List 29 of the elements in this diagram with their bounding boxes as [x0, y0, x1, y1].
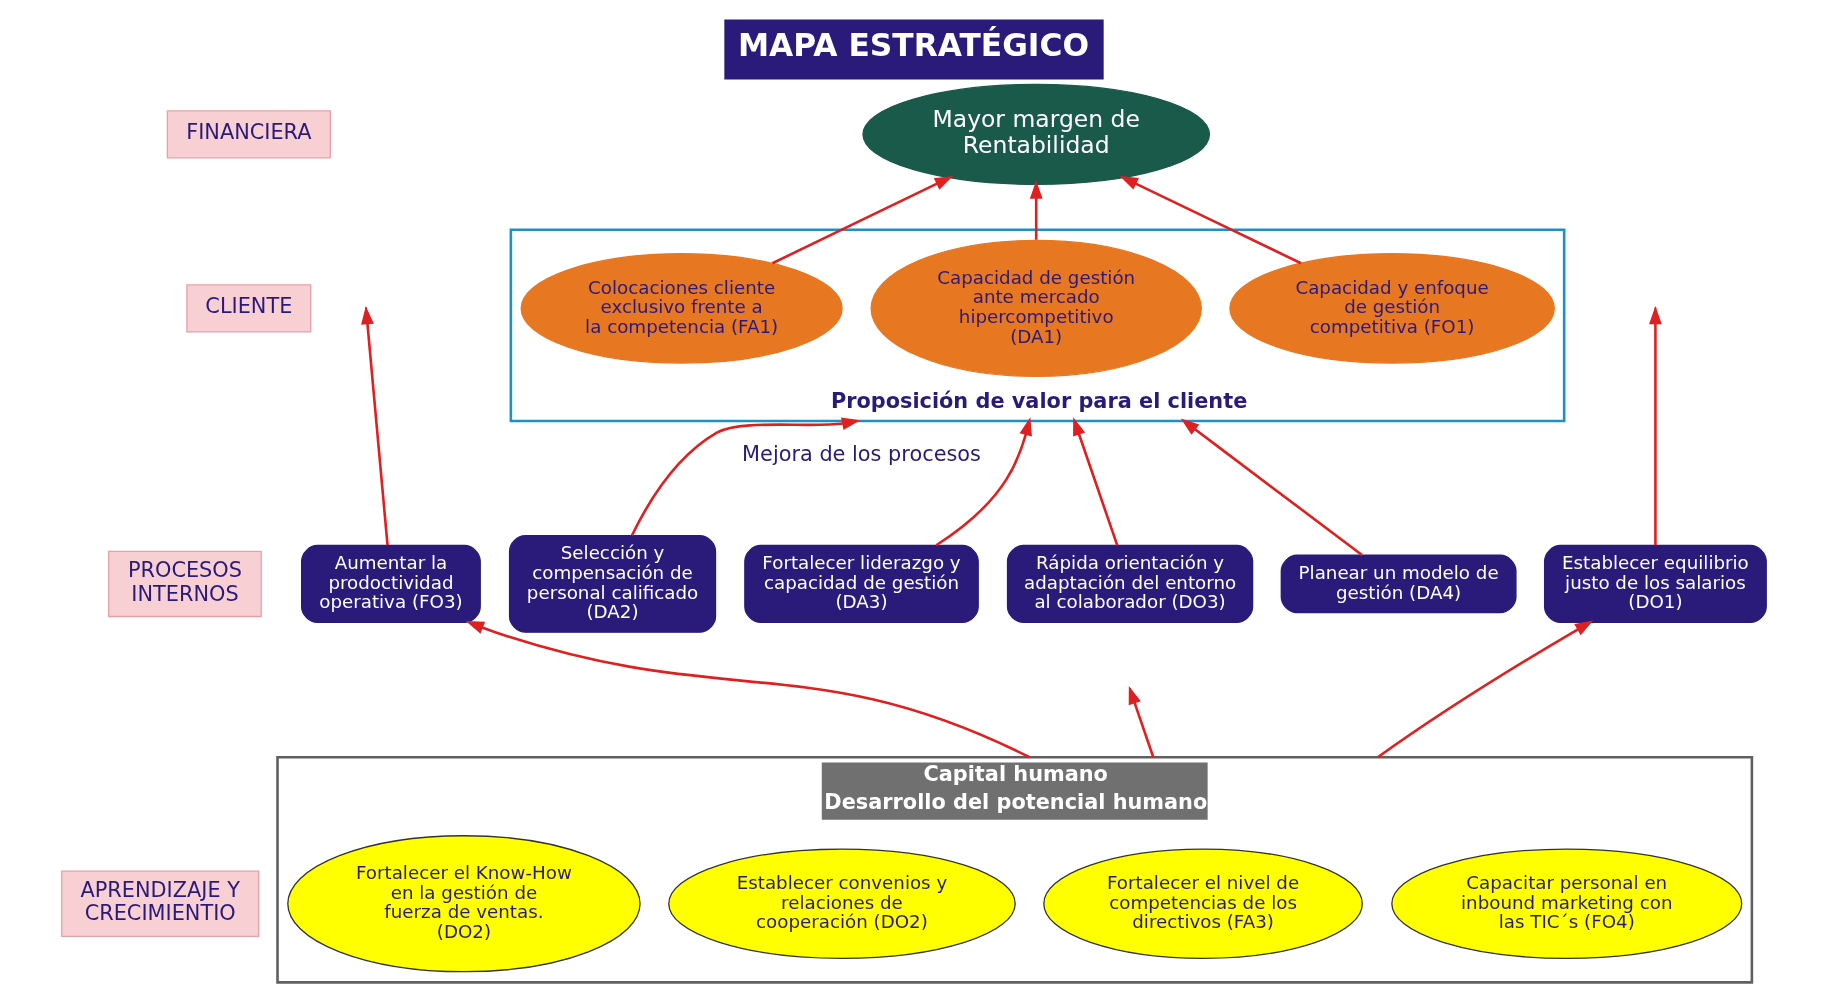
node-box: CLIENTE [185, 283, 311, 333]
node-ellipse: Capacidad y enfoque de gestión competitiva (FO1) [1228, 252, 1555, 364]
node-ellipse: Colocaciones cliente exclusivo frente a la competencia (FA1) [520, 252, 843, 364]
arrow [1180, 418, 1363, 556]
node-box: Establecer equilibrio justo de los salarios (DO1) [1543, 544, 1767, 623]
node-ellipse: Capacitar personal en inbound marketing con las TIC´s (FO4) [1390, 847, 1742, 959]
diagram-title: MAPA ESTRATÉGICO [737, 26, 1089, 63]
node-box: APRENDIZAJE Y CRECIMIENTIO [60, 869, 259, 937]
node-ellipse: Capacidad de gestión ante mercado hipercompetitivo (DA1) [869, 239, 1202, 377]
node-box: Aumentar la prodoctividad operativa (FO3) [300, 544, 481, 623]
node-ellipse: Mayor margen de Rentabilidad [861, 83, 1210, 185]
node-box: FINANCIERA [166, 109, 331, 158]
arrow [1376, 619, 1593, 758]
node-box: Planear un modelo de gestión (DA4) [1280, 554, 1517, 613]
node-box: PROCESOS INTERNOS [107, 550, 262, 617]
node-box: Selección y compensación de personal calificado (DA2) [508, 534, 716, 633]
node-box: Rápida orientación y adaptación del entorno al colaborador (DO3) [1006, 544, 1253, 623]
arrow [630, 417, 860, 536]
arrow [771, 175, 953, 264]
node-ellipse: Establecer convenios y relaciones de cooperación (DO2) [667, 847, 1016, 959]
arrow [1119, 175, 1302, 264]
node-box: Fortalecer liderazgo y capacidad de gestión (DA3) [743, 544, 979, 623]
label: Mejora de los procesos [741, 441, 981, 466]
arrow [1072, 416, 1118, 546]
arrow [465, 620, 1030, 758]
arrow [935, 416, 1032, 546]
arrow [1029, 179, 1043, 240]
node-ellipse: Fortalecer el Know-How en la gestión de fuerza de ventas. (DO2) [286, 834, 641, 972]
node-ellipse: Fortalecer el nivel de competencias de los directivos (FA3) [1042, 847, 1363, 959]
